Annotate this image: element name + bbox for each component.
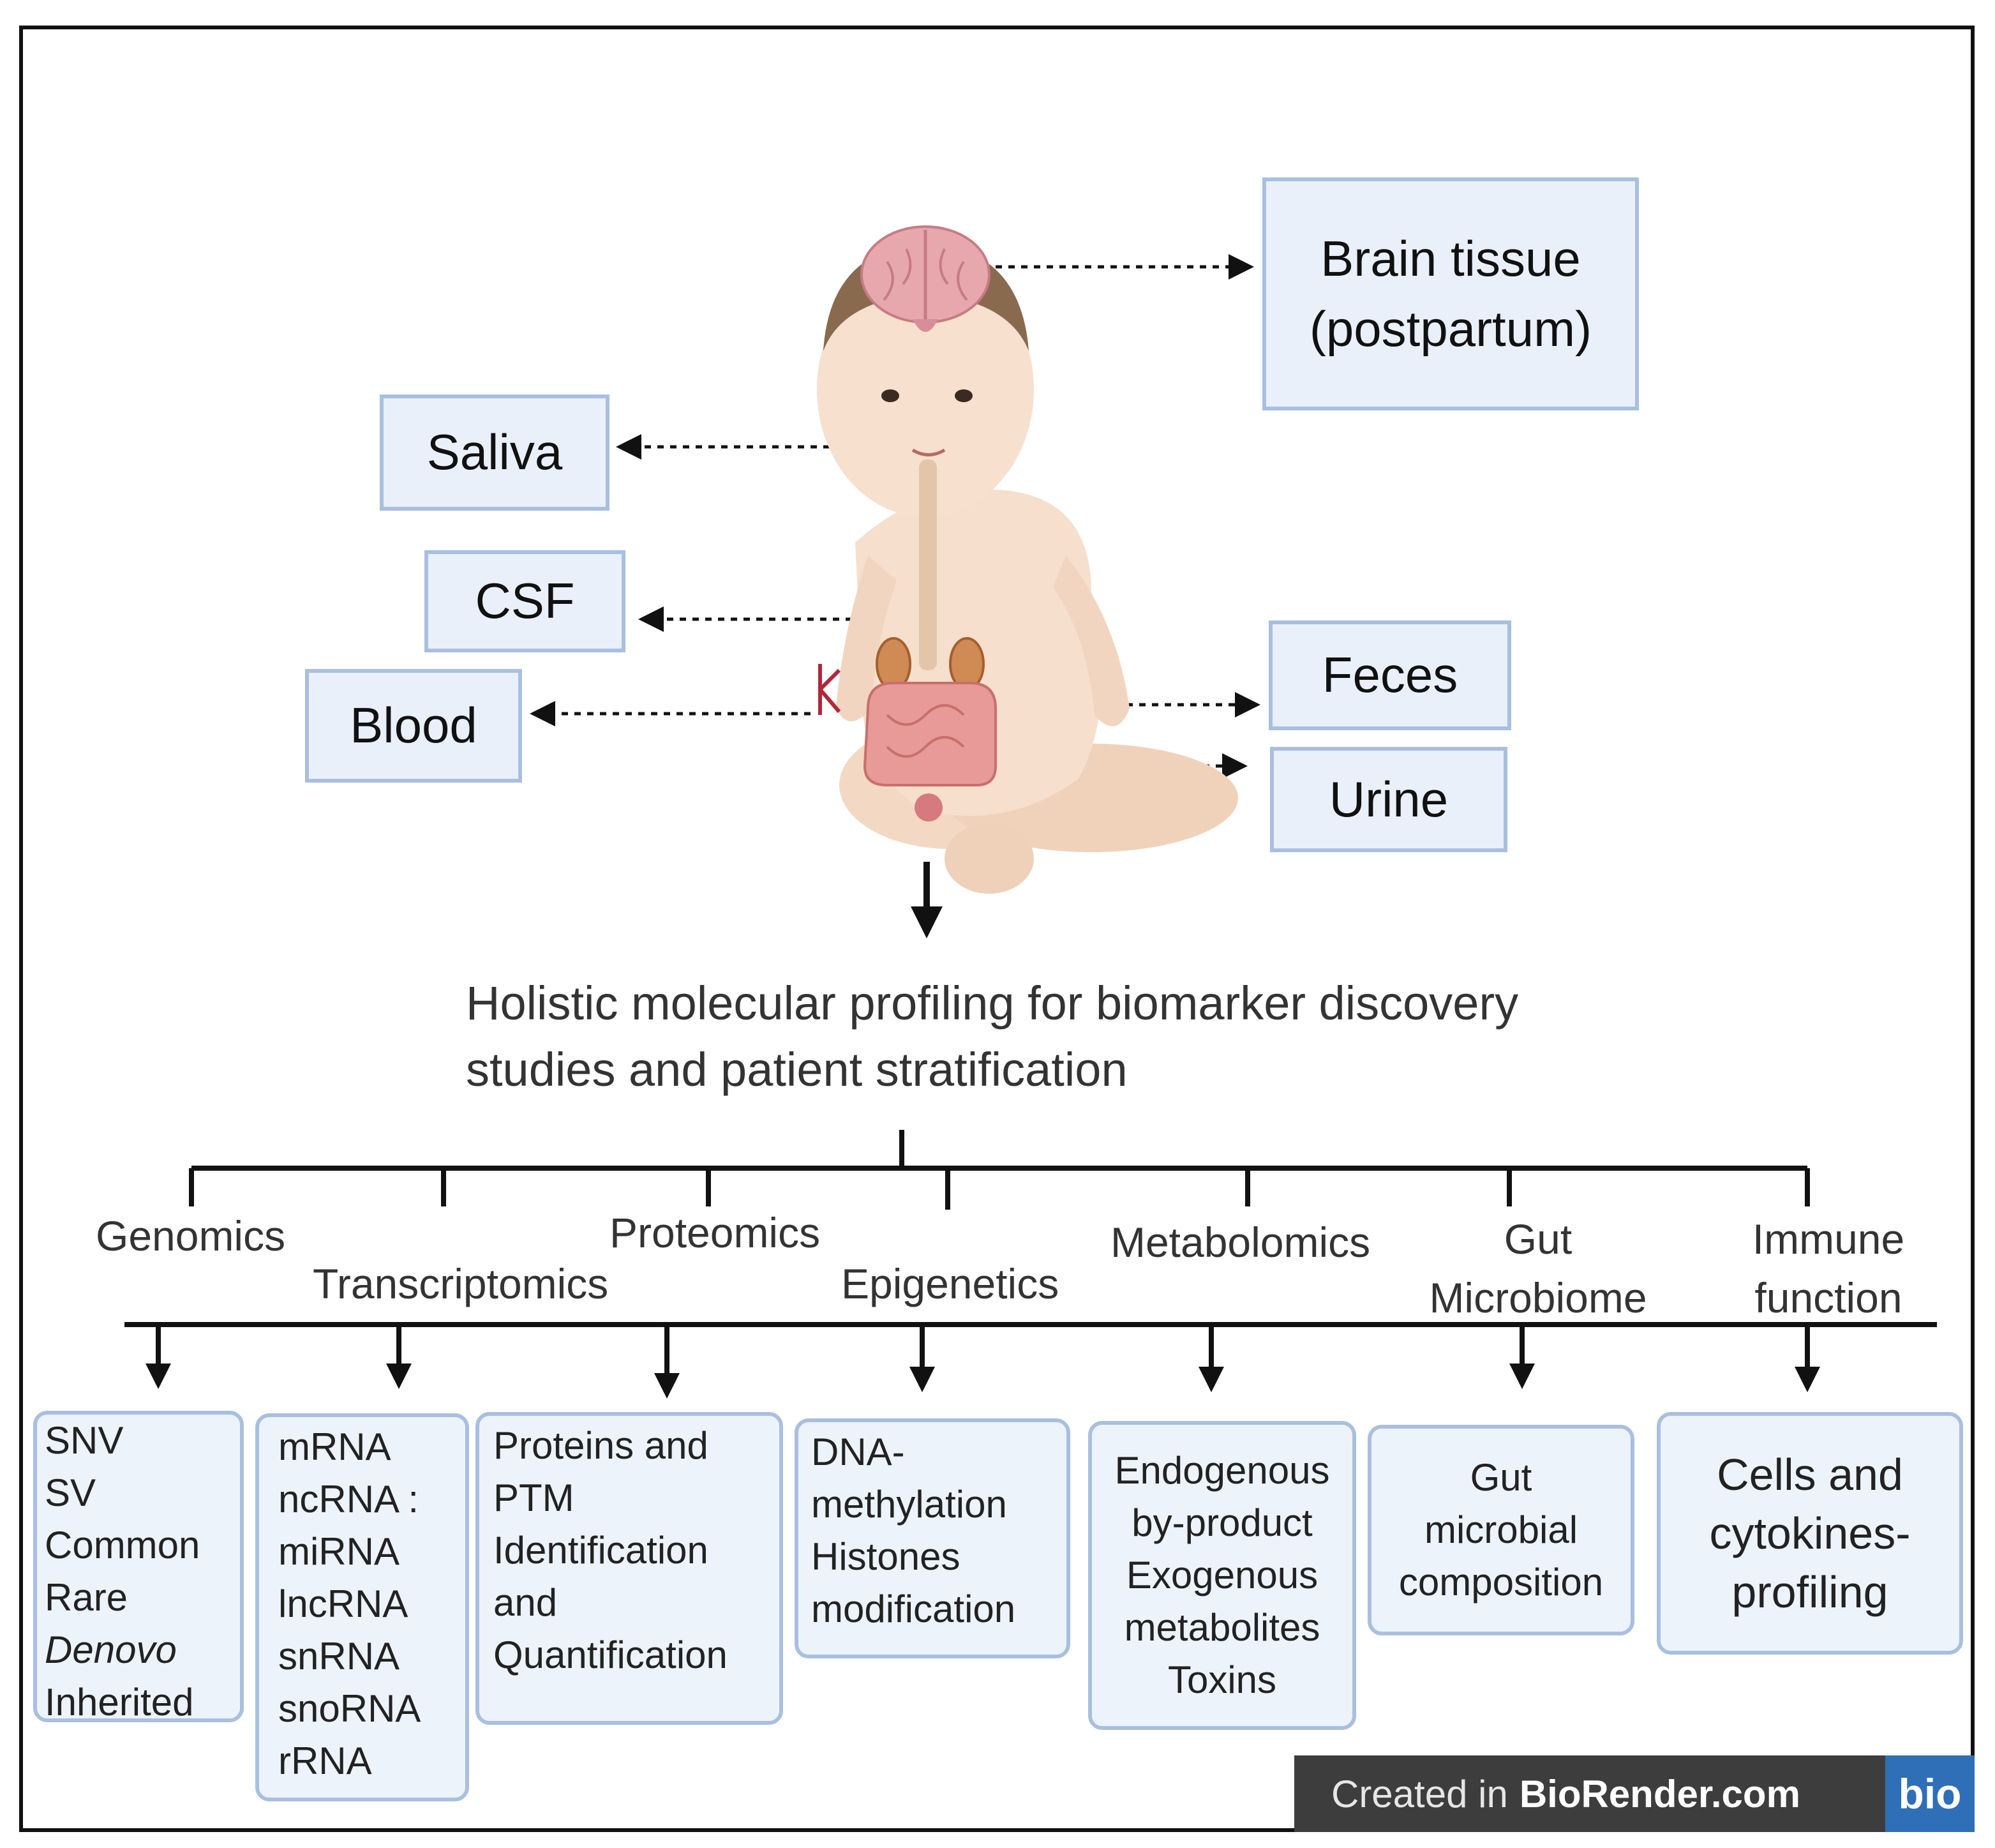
leaf-epigenetics: DNA- methylation Histones modification xyxy=(795,1418,1070,1658)
leaf-immune-item: Cells and xyxy=(1717,1450,1903,1499)
leaf-immune-item: profiling xyxy=(1731,1567,1888,1617)
omic-proteomics: Proteomics xyxy=(609,1209,821,1256)
omic-immune-function: Immune function xyxy=(1736,1210,1921,1328)
specimen-urine: Urine xyxy=(1270,747,1507,852)
leaf-transcriptomics-item: mRNA xyxy=(278,1425,391,1468)
omic-genomics: Genomics xyxy=(96,1212,286,1259)
badge-prefix: Created in xyxy=(1331,1772,1508,1815)
leaf-metabolomics-item: by-product xyxy=(1132,1501,1313,1544)
leaf-transcriptomics-item: snoRNA xyxy=(278,1687,421,1730)
specimen-feces-label: Feces xyxy=(1322,647,1458,703)
specimen-csf: CSF xyxy=(424,550,625,652)
leaf-epigenetics-item: modification xyxy=(811,1588,1016,1630)
leaf-transcriptomics-item: lncRNA xyxy=(278,1582,408,1625)
omic-immune-line1: Immune xyxy=(1752,1215,1905,1263)
omic-gut-line2: Microbiome xyxy=(1429,1274,1647,1322)
leaf-proteomics-item: Identification xyxy=(493,1529,708,1572)
baby-left-arm xyxy=(836,555,897,721)
intestine-icon xyxy=(863,682,997,786)
leaf-metabolomics-item: metabolites xyxy=(1124,1606,1320,1649)
specimen-brain-tissue: Brain tissue (postpartum) xyxy=(1262,177,1639,410)
profiling-title: Holistic molecular profiling for biomark… xyxy=(466,977,1519,1096)
leaf-proteomics-item: Quantification xyxy=(493,1634,728,1676)
specimen-blood-label: Blood xyxy=(350,697,477,754)
specimen-blood: Blood xyxy=(305,669,522,783)
leaf-epigenetics-item: methylation xyxy=(811,1483,1007,1526)
leaf-genomics-item: Rare xyxy=(45,1576,128,1619)
baby-right-arm xyxy=(1053,555,1130,726)
blood-vessel-icon xyxy=(818,664,841,715)
leaf-transcriptomics-item: snRNA xyxy=(278,1635,400,1678)
leaf-epigenetics-item: DNA- xyxy=(811,1431,905,1473)
leaf-metabolomics-item: Exogenous xyxy=(1126,1554,1319,1596)
leaf-metabolomics-item: Toxins xyxy=(1167,1658,1277,1701)
leaf-transcriptomics-item: miRNA xyxy=(278,1530,400,1573)
leaf-genomics-item: Common xyxy=(45,1524,200,1566)
baby-head xyxy=(817,262,1034,517)
specimen-saliva-label: Saliva xyxy=(426,424,563,481)
specimen-csf-label: CSF xyxy=(475,573,575,629)
specimen-urine-label: Urine xyxy=(1329,770,1449,827)
baby-right-eye xyxy=(955,389,973,402)
omic-epigenetics: Epigenetics xyxy=(841,1260,1059,1307)
leaf-genomics-item: SV xyxy=(45,1471,96,1514)
baby-foot xyxy=(945,823,1034,894)
omic-gut-microbiome: Gut Microbiome xyxy=(1407,1210,1669,1328)
omic-gut-line1: Gut xyxy=(1504,1215,1573,1263)
leaf-metabolomics-item: Endogenous xyxy=(1114,1449,1330,1492)
bladder-icon xyxy=(915,793,943,822)
leaf-transcriptomics-item: rRNA xyxy=(278,1739,372,1782)
leaf-immune: Cells and cytokines- profiling xyxy=(1657,1412,1963,1655)
leaf-genomics-item: Inherited xyxy=(45,1681,194,1722)
leaf-genomics-item: Denovo xyxy=(45,1628,177,1671)
leaf-proteomics: Proteins and PTM Identification and Quan… xyxy=(475,1412,783,1725)
badge-brand: BioRender.com xyxy=(1519,1772,1800,1815)
brain-icon xyxy=(860,225,990,332)
leaf-transcriptomics: mRNA ncRNA : miRNA lncRNA snRNA snoRNA r… xyxy=(255,1413,469,1801)
leaf-metabolomics: Endogenous by-product Exogenous metaboli… xyxy=(1088,1421,1356,1730)
omic-transcriptomics: Transcriptomics xyxy=(313,1260,609,1307)
leaf-proteomics-item: Proteins and xyxy=(493,1424,708,1467)
biorender-logo-icon: bio xyxy=(1885,1755,1975,1832)
leaf-genomics-item: SNV xyxy=(45,1419,124,1462)
leaf-transcriptomics-item: ncRNA : xyxy=(278,1478,419,1521)
leaf-gut-item: composition xyxy=(1398,1561,1604,1604)
spinal-cord xyxy=(919,460,937,670)
baby-illustration xyxy=(817,225,1238,894)
leaf-proteomics-item: and xyxy=(493,1581,558,1624)
leaf-gut-item: Gut xyxy=(1470,1456,1532,1499)
leaf-gut-item: microbial xyxy=(1424,1508,1578,1551)
biorender-badge[interactable]: Created in BioRender.com bio xyxy=(1294,1755,1975,1832)
specimen-feces: Feces xyxy=(1269,620,1511,730)
leaf-proteomics-item: PTM xyxy=(493,1476,574,1519)
omic-immune-line2: function xyxy=(1754,1274,1902,1322)
specimen-saliva: Saliva xyxy=(380,394,609,511)
omic-metabolomics: Metabolomics xyxy=(1110,1219,1371,1266)
leaf-gut: Gut microbial composition xyxy=(1368,1425,1634,1635)
leaf-epigenetics-item: Histones xyxy=(811,1535,960,1578)
leaf-genomics: SNV SV Common Rare Denovo Inherited xyxy=(33,1411,244,1722)
baby-left-eye xyxy=(881,389,899,402)
baby-mouth xyxy=(911,448,946,456)
specimen-brain-label: Brain tissue (postpartum) xyxy=(1309,230,1592,357)
leaf-immune-item: cytokines- xyxy=(1709,1508,1911,1558)
